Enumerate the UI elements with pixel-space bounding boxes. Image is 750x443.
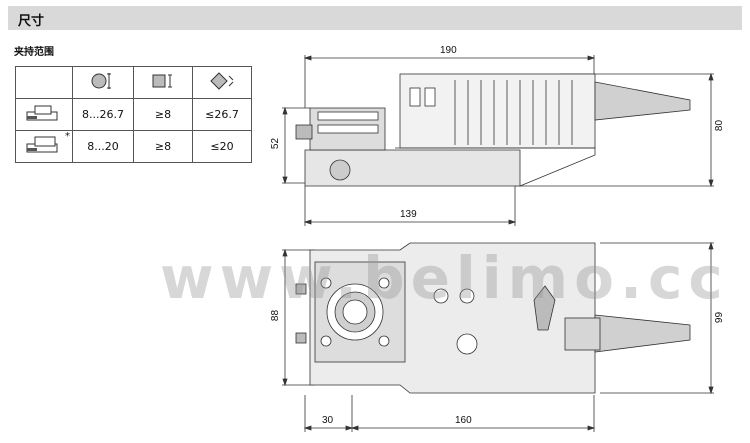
dim-top-left-height: 52	[270, 137, 282, 150]
square-range-cell: ≥8	[133, 130, 193, 163]
dim-bottom-right-height: 99	[714, 311, 726, 324]
table-header-row	[15, 66, 252, 99]
dim-top-width: 190	[440, 45, 457, 56]
watermark-text: www.belimo.cc	[160, 244, 729, 312]
clamp-standard-icon	[15, 98, 73, 131]
dim-top-height: 80	[714, 119, 726, 132]
table-row: 8...26.7 ≥8 ≤26.7	[15, 98, 252, 131]
round-range-cell: 8...20	[72, 130, 134, 163]
dim-bottom-left-width: 30	[322, 415, 334, 426]
dim-bottom-width: 160	[455, 415, 472, 426]
diamond-range-cell: ≤20	[192, 130, 252, 163]
clamp-alternate-icon	[26, 136, 58, 153]
section-title: 尺寸	[18, 14, 45, 29]
clamp-alternate-cell: *	[15, 130, 73, 163]
dim-top-bottom-width: 139	[400, 209, 417, 220]
clamp-range-table: 8...26.7 ≥8 ≤26.7 * 8...20 ≥8 ≤20	[15, 66, 252, 163]
dim-bottom-left-height: 88	[270, 309, 282, 322]
clamp-range-title: 夹持范围	[14, 47, 54, 58]
section-header: 尺寸	[8, 6, 742, 30]
diamond-shaft-icon	[192, 66, 252, 99]
footnote-mark: *	[65, 131, 70, 142]
table-row: * 8...20 ≥8 ≤20	[15, 130, 252, 163]
